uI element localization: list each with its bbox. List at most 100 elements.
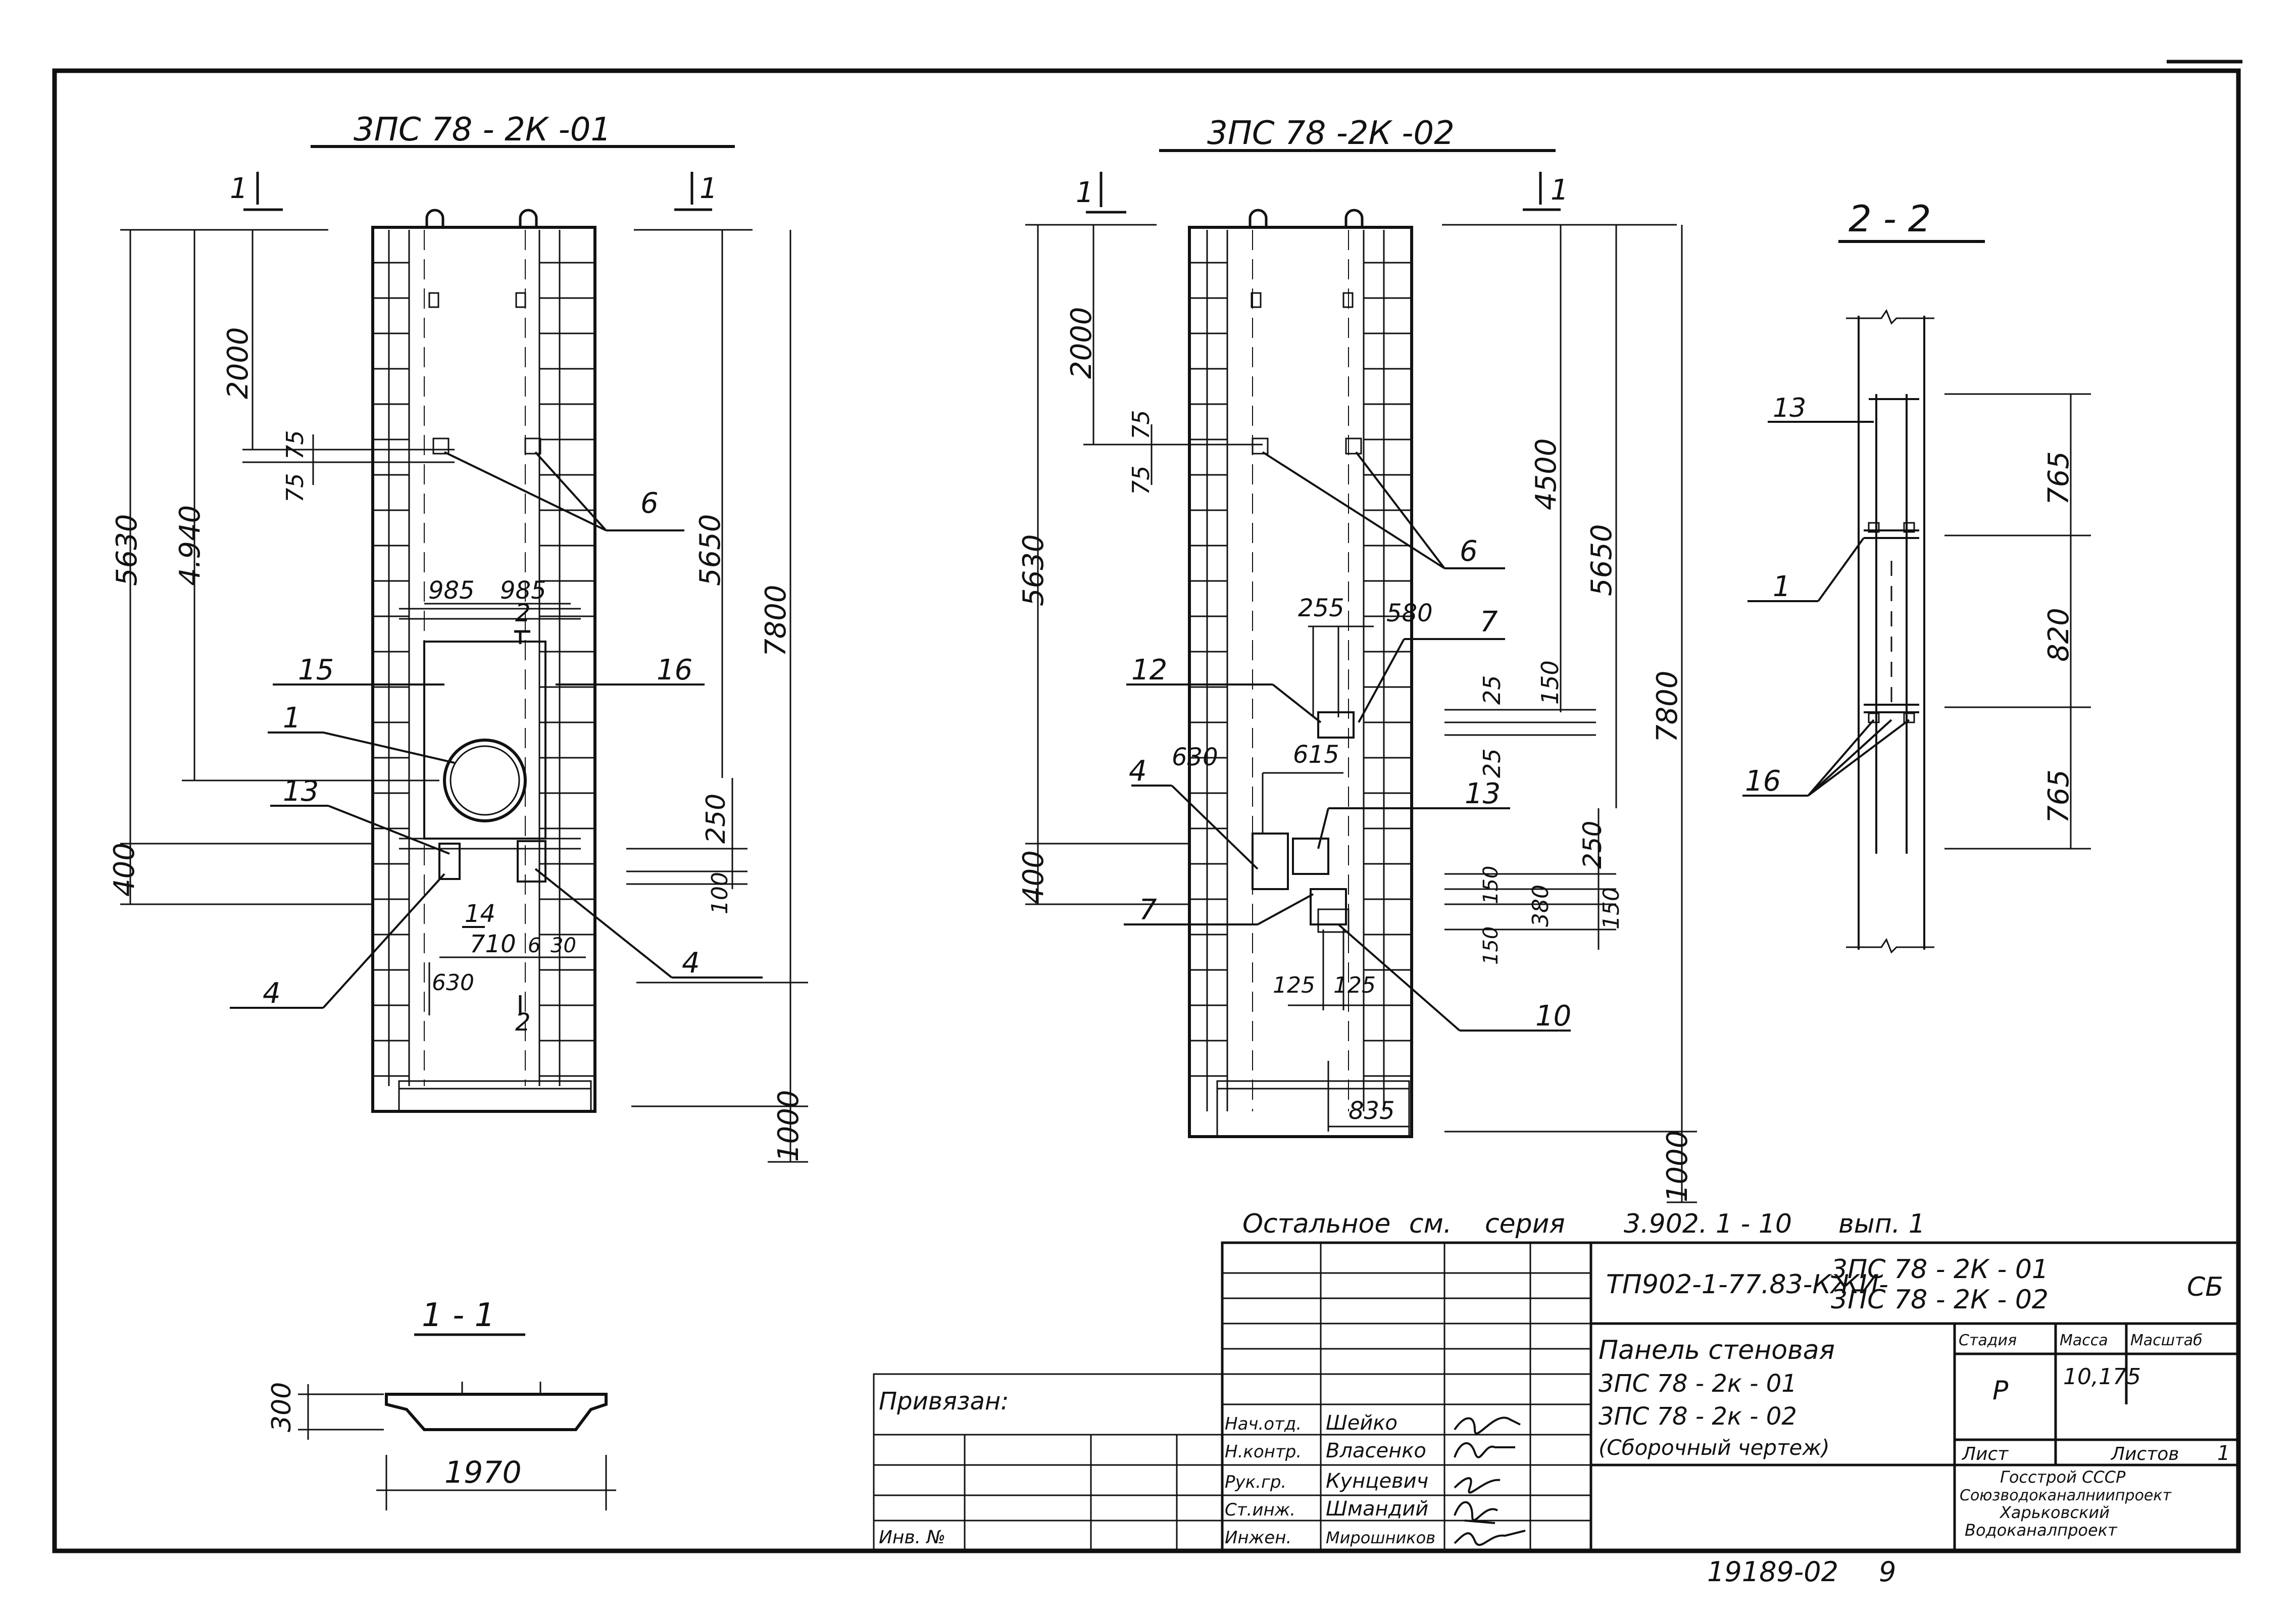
title-block: ТП902-1-77.83-КЖИ- 3ПС 78 - 2К - 01 3ПС …: [873, 1241, 2239, 1552]
v2-dim-615: 615: [1293, 741, 1339, 769]
person-2: Власенко: [1326, 1439, 1426, 1462]
scale-header: Масштаб: [2130, 1332, 2203, 1349]
role-engineer: Инжен.: [1225, 1528, 1291, 1548]
v2-dim-75-top: 75: [1127, 410, 1155, 439]
role-head-dept: Нач.отд.: [1225, 1414, 1302, 1434]
v2-dim-150-mid: 150: [1479, 866, 1503, 904]
section-1-1-title: 1 - 1: [422, 1297, 495, 1334]
mass-value: 10,175: [2063, 1364, 2141, 1390]
v2-dim-5650: 5650: [1585, 524, 1618, 596]
section-2-2-mark-1: 1: [1773, 570, 1791, 603]
v1-dim-5630: 5630: [111, 514, 143, 586]
sheet-frame: [52, 60, 2242, 1553]
section-2-2: 2 - 2 765 820 765: [1742, 198, 2091, 954]
person-4: Шмандий: [1326, 1497, 1428, 1521]
sheets-label: Листов: [2110, 1444, 2179, 1464]
section-1-1-dim-1970: 1970: [444, 1455, 522, 1490]
doc-name-line-1: Панель стеновая: [1599, 1335, 1835, 1365]
v2-dim-580: 580: [1386, 599, 1433, 627]
v1-mark-14: 14: [465, 900, 495, 928]
doc-name-line-4: (Сборочный чертеж): [1599, 1435, 1830, 1460]
note-series: серия: [1485, 1209, 1565, 1239]
v1-dim-4940: 4.940: [174, 505, 207, 586]
doc-code: ТП902-1-77.83-КЖИ-: [1606, 1269, 1888, 1300]
v2-mark-12: 12: [1131, 654, 1167, 687]
v2-dim-4500: 4500: [1530, 438, 1563, 510]
v2-dim-255: 255: [1298, 594, 1344, 622]
v2-mark-4: 4: [1129, 755, 1147, 788]
section-2-2-dim-765-top: 765: [2042, 451, 2075, 505]
inventory-label: Инв. №: [879, 1527, 945, 1548]
v2-mark-13: 13: [1465, 777, 1501, 810]
archive-number: 19189-02: [1707, 1556, 1838, 1588]
v1-mark-6: 6: [640, 487, 659, 520]
org-line-2: Союзводоканалниипроект: [1960, 1487, 2172, 1504]
v2-dim-400: 400: [1017, 850, 1050, 904]
org-line-3: Харьковский: [1999, 1503, 2110, 1522]
v2-dim-380: 380: [1528, 885, 1554, 927]
v2-dim-5630: 5630: [1017, 534, 1050, 606]
v2-dim-150-right: 150: [1599, 887, 1624, 930]
v2-dim-25-bottom: 25: [1478, 748, 1506, 778]
v2-dim-25-top: 25: [1478, 675, 1506, 705]
org-line-4: Водоканалпроект: [1965, 1521, 2118, 1540]
v1-mark-4-right: 4: [682, 947, 700, 980]
v1-dim-75-top: 75: [281, 430, 309, 460]
section-1-1-dim-300: 300: [267, 1382, 297, 1432]
v2-dim-125-right: 125: [1333, 972, 1376, 998]
v2-dim-150-top: 150: [1536, 660, 1564, 705]
v2-dim-835: 835: [1349, 1097, 1395, 1125]
v1-section-mark-left: 1: [230, 172, 248, 205]
v2-dim-125-left: 125: [1273, 972, 1315, 998]
note-rest: Остальное: [1242, 1209, 1390, 1239]
doc-code-name-2: 3ПС 78 - 2К - 02: [1831, 1285, 2049, 1315]
v2-mark-7-top: 7: [1480, 606, 1498, 639]
section-2-2-mark-13: 13: [1773, 393, 1806, 423]
v1-dim-75-bottom: 75: [281, 473, 309, 503]
v1-dim-630: 630: [432, 970, 474, 996]
doc-code-suffix: СБ: [2187, 1272, 2223, 1302]
v2-mark-10: 10: [1535, 1000, 1571, 1033]
org-line-1: Госстрой СССР: [2000, 1468, 2126, 1487]
sheets-count: 1: [2217, 1442, 2230, 1465]
v2-dim-75-bottom: 75: [1127, 465, 1155, 495]
section-2-2-dim-765-bottom: 765: [2042, 769, 2075, 823]
doc-code-name-1: 3ПС 78 - 2К - 01: [1831, 1254, 2049, 1285]
v2-section-mark-left: 1: [1076, 176, 1094, 209]
v1-mark-16: 16: [657, 654, 692, 687]
note-series-no: 3.902. 1 - 10: [1624, 1209, 1792, 1239]
v1-cut-mark-bottom: 2: [515, 1008, 531, 1037]
v1-mark-1: 1: [283, 702, 301, 735]
v2-mark-6: 6: [1460, 535, 1478, 568]
v1-dim-985-left: 985: [428, 576, 475, 605]
v1-dim-7800: 7800: [760, 584, 792, 657]
v1-dim-710: 710: [470, 930, 516, 958]
v1-dim-1000: 1000: [772, 1090, 805, 1162]
v1-dim-100: 100: [707, 872, 733, 914]
v2-section-mark-right: 1: [1551, 174, 1569, 207]
role-senior-eng: Ст.инж.: [1225, 1500, 1295, 1520]
person-3: Кунцевич: [1326, 1470, 1428, 1493]
signatures: [1454, 1416, 1526, 1546]
v1-mark-15: 15: [298, 654, 334, 687]
view2-title: 3ПС 78 -2К -02: [1207, 115, 1455, 152]
sheet-footer: 19189-02 9: [1707, 1556, 1896, 1588]
stage-header: Стадия: [1959, 1332, 2017, 1349]
v1-section-mark-right: 1: [700, 172, 718, 205]
v2-dim-250: 250: [1578, 821, 1607, 869]
v1-dim-250: 250: [701, 794, 731, 844]
section-2-2-title: 2 - 2: [1849, 198, 1931, 240]
v1-dim-5650: 5650: [694, 514, 727, 586]
v2-dim-1000: 1000: [1661, 1130, 1694, 1202]
v2-dim-2000: 2000: [1065, 307, 1098, 379]
doc-name-line-3: 3ПС 78 - 2к - 02: [1599, 1402, 1797, 1431]
page-number: 9: [1879, 1556, 1896, 1588]
note-line: Остальное см. серия 3.902. 1 - 10 вып. 1: [1242, 1209, 1925, 1239]
stage-value: Р: [1992, 1376, 2009, 1406]
view-3ps-78-2k-02: 3ПС 78 -2К -02 1 1: [1017, 115, 1697, 1203]
role-norm-control: Н.контр.: [1225, 1442, 1302, 1462]
v1-mark-13: 13: [283, 775, 319, 808]
v1-dim-6: 6: [528, 934, 540, 957]
mass-header: Масса: [2060, 1332, 2108, 1349]
